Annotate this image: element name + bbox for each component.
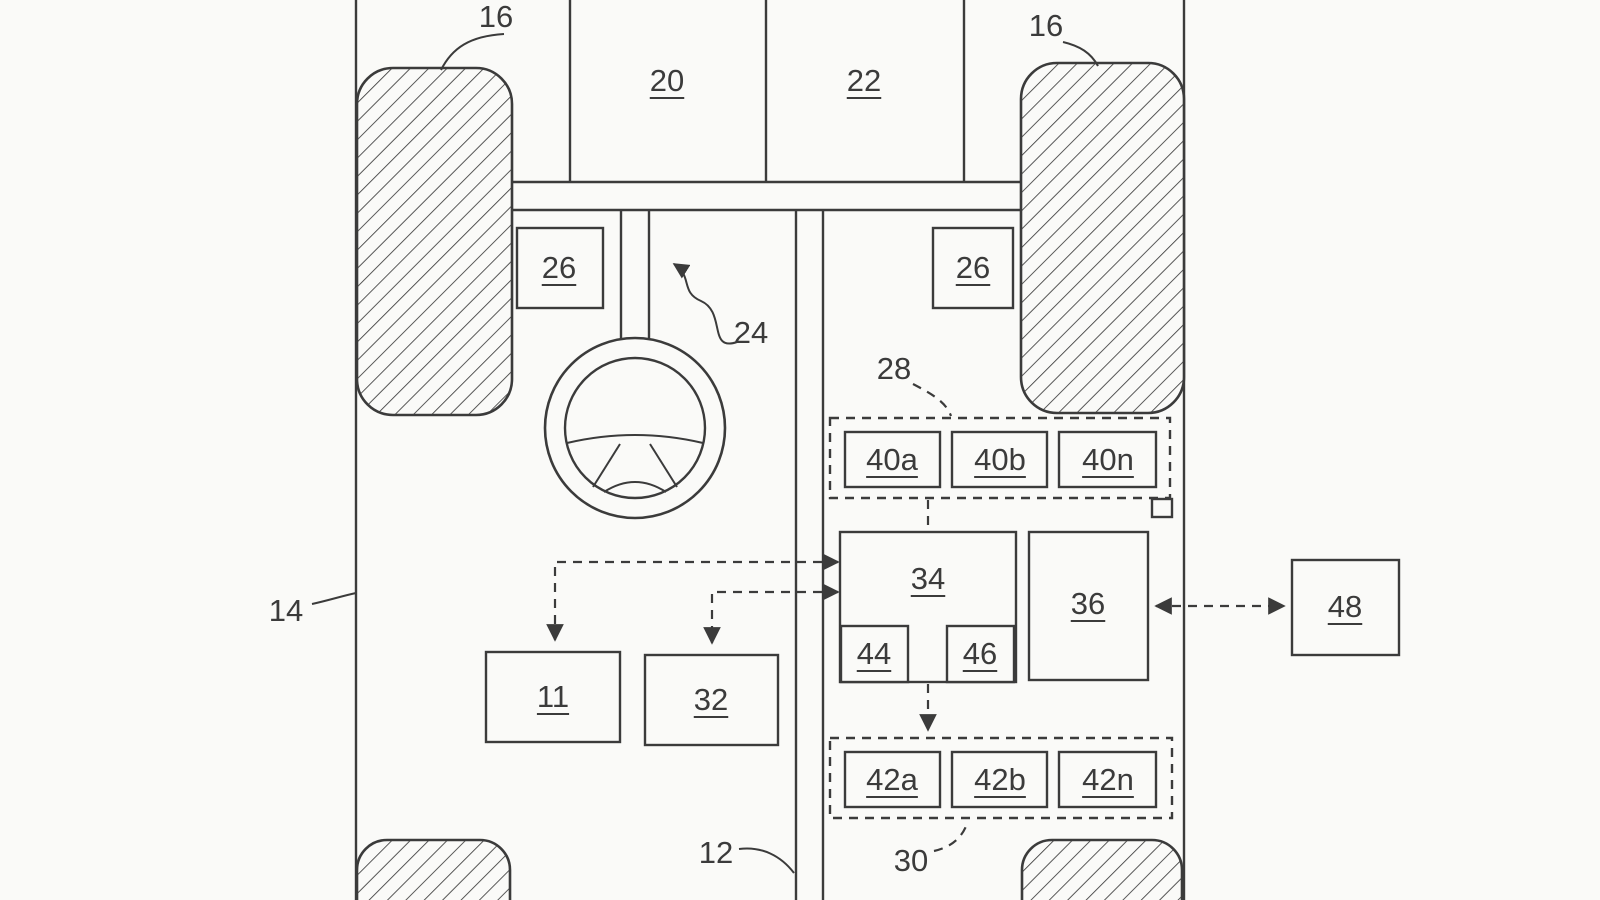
module-box-36: [1027, 530, 1150, 682]
sub-box-46: [945, 624, 1016, 684]
label-42a: 42a: [866, 762, 918, 797]
label-42n: 42n: [1082, 762, 1134, 797]
label-16-front-left: 16: [478, 0, 514, 34]
label-42b: 42b: [974, 762, 1026, 797]
sub-box-44: [839, 624, 910, 684]
actuator-box-42n: [1057, 750, 1158, 809]
rear-right-wheel: [1020, 838, 1184, 900]
leader-arrow-24: [672, 263, 738, 345]
label-40a: 40a: [866, 442, 918, 477]
label-20: 20: [649, 63, 685, 98]
label-16-front-right: 16: [1028, 8, 1064, 43]
label-24: 24: [733, 315, 769, 350]
label-26-right: 26: [955, 250, 991, 285]
leader-lines: [311, 33, 1099, 874]
label-12: 12: [698, 835, 734, 870]
label-28: 28: [876, 351, 912, 386]
steering-wheel: [543, 336, 727, 520]
unit-box-11: [484, 650, 622, 744]
steering-column: [619, 210, 651, 344]
label-44: 44: [856, 636, 892, 671]
leader-16-right: [1062, 41, 1099, 67]
leader-30: [933, 820, 970, 853]
label-40b: 40b: [974, 442, 1026, 477]
label-26-left: 26: [541, 250, 577, 285]
leader-12: [738, 847, 795, 874]
center-tunnel: [794, 210, 825, 900]
label-30: 30: [893, 843, 929, 878]
rear-left-wheel: [355, 838, 512, 900]
connector-34-to-32: [703, 583, 840, 645]
label-40n: 40n: [1082, 442, 1134, 477]
front-left-wheel: [355, 66, 514, 417]
leader-14: [311, 592, 357, 605]
sensor-box-40b: [950, 430, 1049, 489]
label-14: 14: [268, 593, 304, 628]
left-unit-box-26: [515, 226, 605, 310]
label-22: 22: [846, 63, 882, 98]
label-36: 36: [1070, 586, 1106, 621]
remote-box-48: [1290, 558, 1401, 657]
label-32: 32: [693, 682, 729, 717]
label-46: 46: [962, 636, 998, 671]
actuator-box-42a: [843, 750, 942, 809]
front-compartments: [512, 0, 1020, 212]
corner-connector: [1150, 497, 1174, 519]
sensor-box-40a: [843, 430, 942, 489]
unit-box-32: [643, 653, 780, 747]
label-11: 11: [536, 679, 570, 714]
label-48: 48: [1327, 589, 1363, 624]
front-right-wheel: [1019, 61, 1186, 415]
signal-connectors: [546, 500, 1286, 732]
sensor-box-40n: [1057, 430, 1158, 489]
right-unit-box-26: [931, 226, 1015, 310]
leader-28: [912, 383, 953, 417]
leader-16-left: [440, 33, 505, 71]
actuator-box-42b: [950, 750, 1049, 809]
label-34: 34: [910, 561, 946, 596]
